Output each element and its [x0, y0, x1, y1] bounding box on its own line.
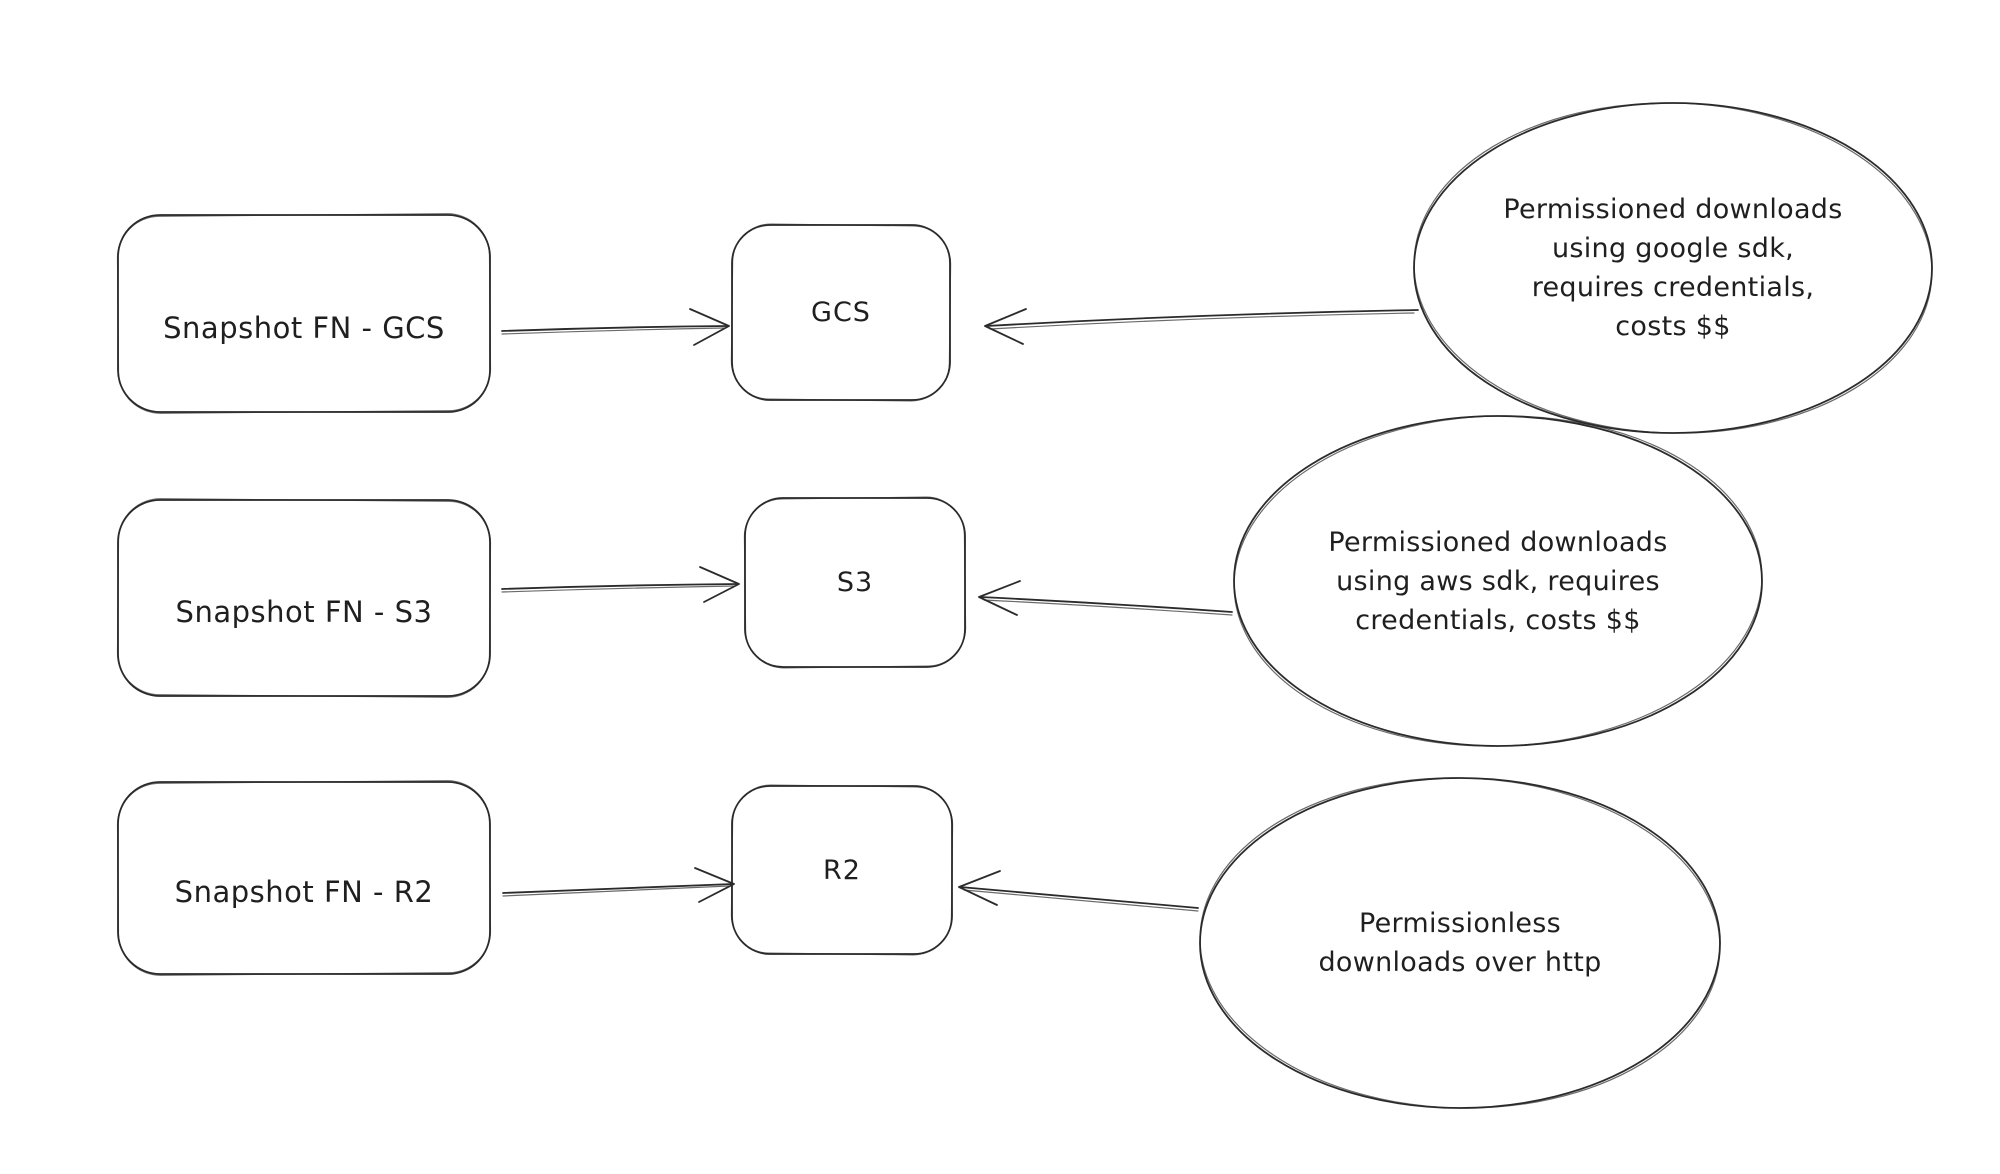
- sketch-stroke: [1199, 777, 1721, 1109]
- arrow-line: [989, 312, 1415, 330]
- target-box-s3: [743, 496, 967, 669]
- arrow-source-to-target-s3: [501, 566, 740, 603]
- arrow-note-to-target-s3: [978, 580, 1233, 616]
- sketch-stroke: [116, 780, 492, 976]
- sketch-stroke: [117, 781, 491, 975]
- arrow-line: [501, 325, 729, 332]
- arrow-line: [963, 889, 1199, 912]
- arrow-line: [979, 596, 1233, 613]
- arrow-line: [501, 585, 735, 593]
- sketch-stroke: [117, 499, 491, 697]
- arrowhead-icon: [694, 867, 735, 903]
- note-ellipse-gcs: [1413, 102, 1933, 434]
- source-box-r2: [116, 780, 492, 976]
- source-box-gcs: [116, 213, 492, 414]
- sketch-stroke: [744, 497, 966, 668]
- sketch-stroke: [1233, 415, 1763, 747]
- sketch-stroke: [116, 213, 492, 414]
- sketch-stroke: [730, 223, 952, 402]
- sketch-stroke: [1413, 102, 1933, 434]
- arrow-line: [959, 886, 1199, 909]
- arrowhead-icon: [984, 308, 1027, 345]
- arrowhead-icon: [978, 580, 1021, 616]
- arrow-line: [502, 885, 730, 897]
- sketch-stroke: [117, 214, 491, 413]
- arrow-source-to-target-gcs: [501, 308, 730, 346]
- target-box-gcs: [730, 223, 952, 402]
- ink-group: [116, 102, 1933, 1109]
- source-box-s3: [116, 498, 492, 698]
- arrow-line: [501, 327, 725, 335]
- arrow-line: [501, 583, 739, 590]
- arrowhead-icon: [699, 566, 740, 603]
- arrow-note-to-target-r2: [958, 870, 1199, 912]
- arrow-line: [983, 599, 1233, 616]
- sketch-stroke: [731, 785, 953, 955]
- arrow-note-to-target-gcs: [984, 308, 1419, 345]
- arrow-line: [985, 309, 1419, 327]
- arrow-source-to-target-r2: [502, 867, 735, 903]
- arrow-line: [502, 883, 734, 894]
- note-ellipse-r2: [1199, 777, 1721, 1109]
- target-box-r2: [730, 784, 954, 956]
- arrowhead-icon: [958, 870, 1001, 906]
- sketch-stroke: [730, 784, 954, 956]
- sketch-stroke: [743, 496, 967, 669]
- arrowhead-icon: [689, 308, 730, 346]
- sketch-stroke: [116, 498, 492, 698]
- note-ellipse-s3: [1233, 415, 1763, 747]
- sketch-stroke: [731, 224, 951, 401]
